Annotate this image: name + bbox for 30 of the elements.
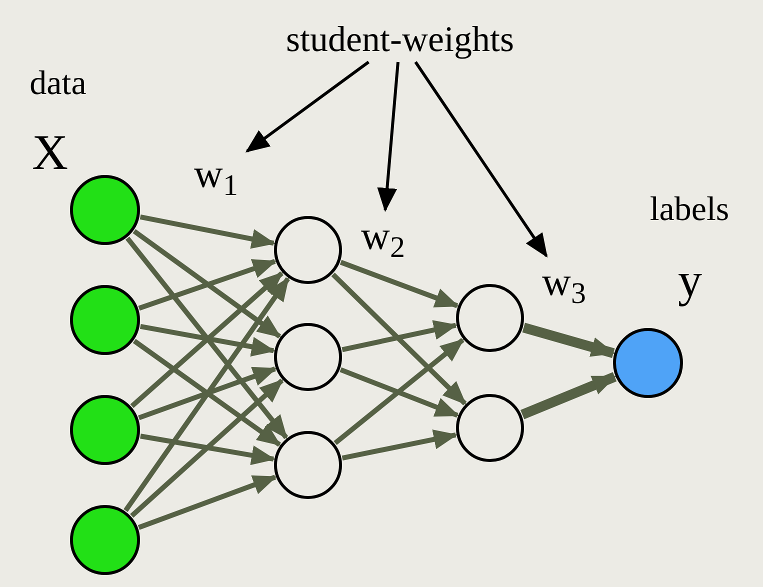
arrow <box>245 60 370 152</box>
arrow <box>342 430 458 460</box>
arrow <box>132 229 282 338</box>
arrow <box>340 367 460 418</box>
arrow <box>342 320 458 352</box>
output-symbol: y <box>678 257 702 305</box>
weight-label: w$_{1}$ <box>194 154 238 194</box>
input-symbol: X <box>32 127 68 177</box>
weight-label: w$_{3}$ <box>542 262 586 302</box>
arrow <box>140 214 276 249</box>
input-label: data <box>30 67 86 101</box>
weight-label: w$_{2}$ <box>361 216 405 256</box>
arrow <box>130 271 284 408</box>
output-label: labels <box>650 193 730 227</box>
arrow <box>138 259 277 311</box>
arrow <box>130 378 284 518</box>
arrow <box>340 260 460 308</box>
arrow <box>522 322 616 358</box>
arrow <box>520 372 617 420</box>
arrow <box>334 338 464 445</box>
annotation-text: student-weights <box>286 21 514 57</box>
arrow <box>132 338 282 447</box>
arrow <box>125 236 288 440</box>
arrow <box>414 61 548 258</box>
arrow <box>377 62 400 212</box>
arrow <box>331 272 467 406</box>
arrow <box>140 324 276 357</box>
arrow <box>138 366 277 420</box>
arrow <box>124 277 290 512</box>
arrow <box>140 434 276 466</box>
